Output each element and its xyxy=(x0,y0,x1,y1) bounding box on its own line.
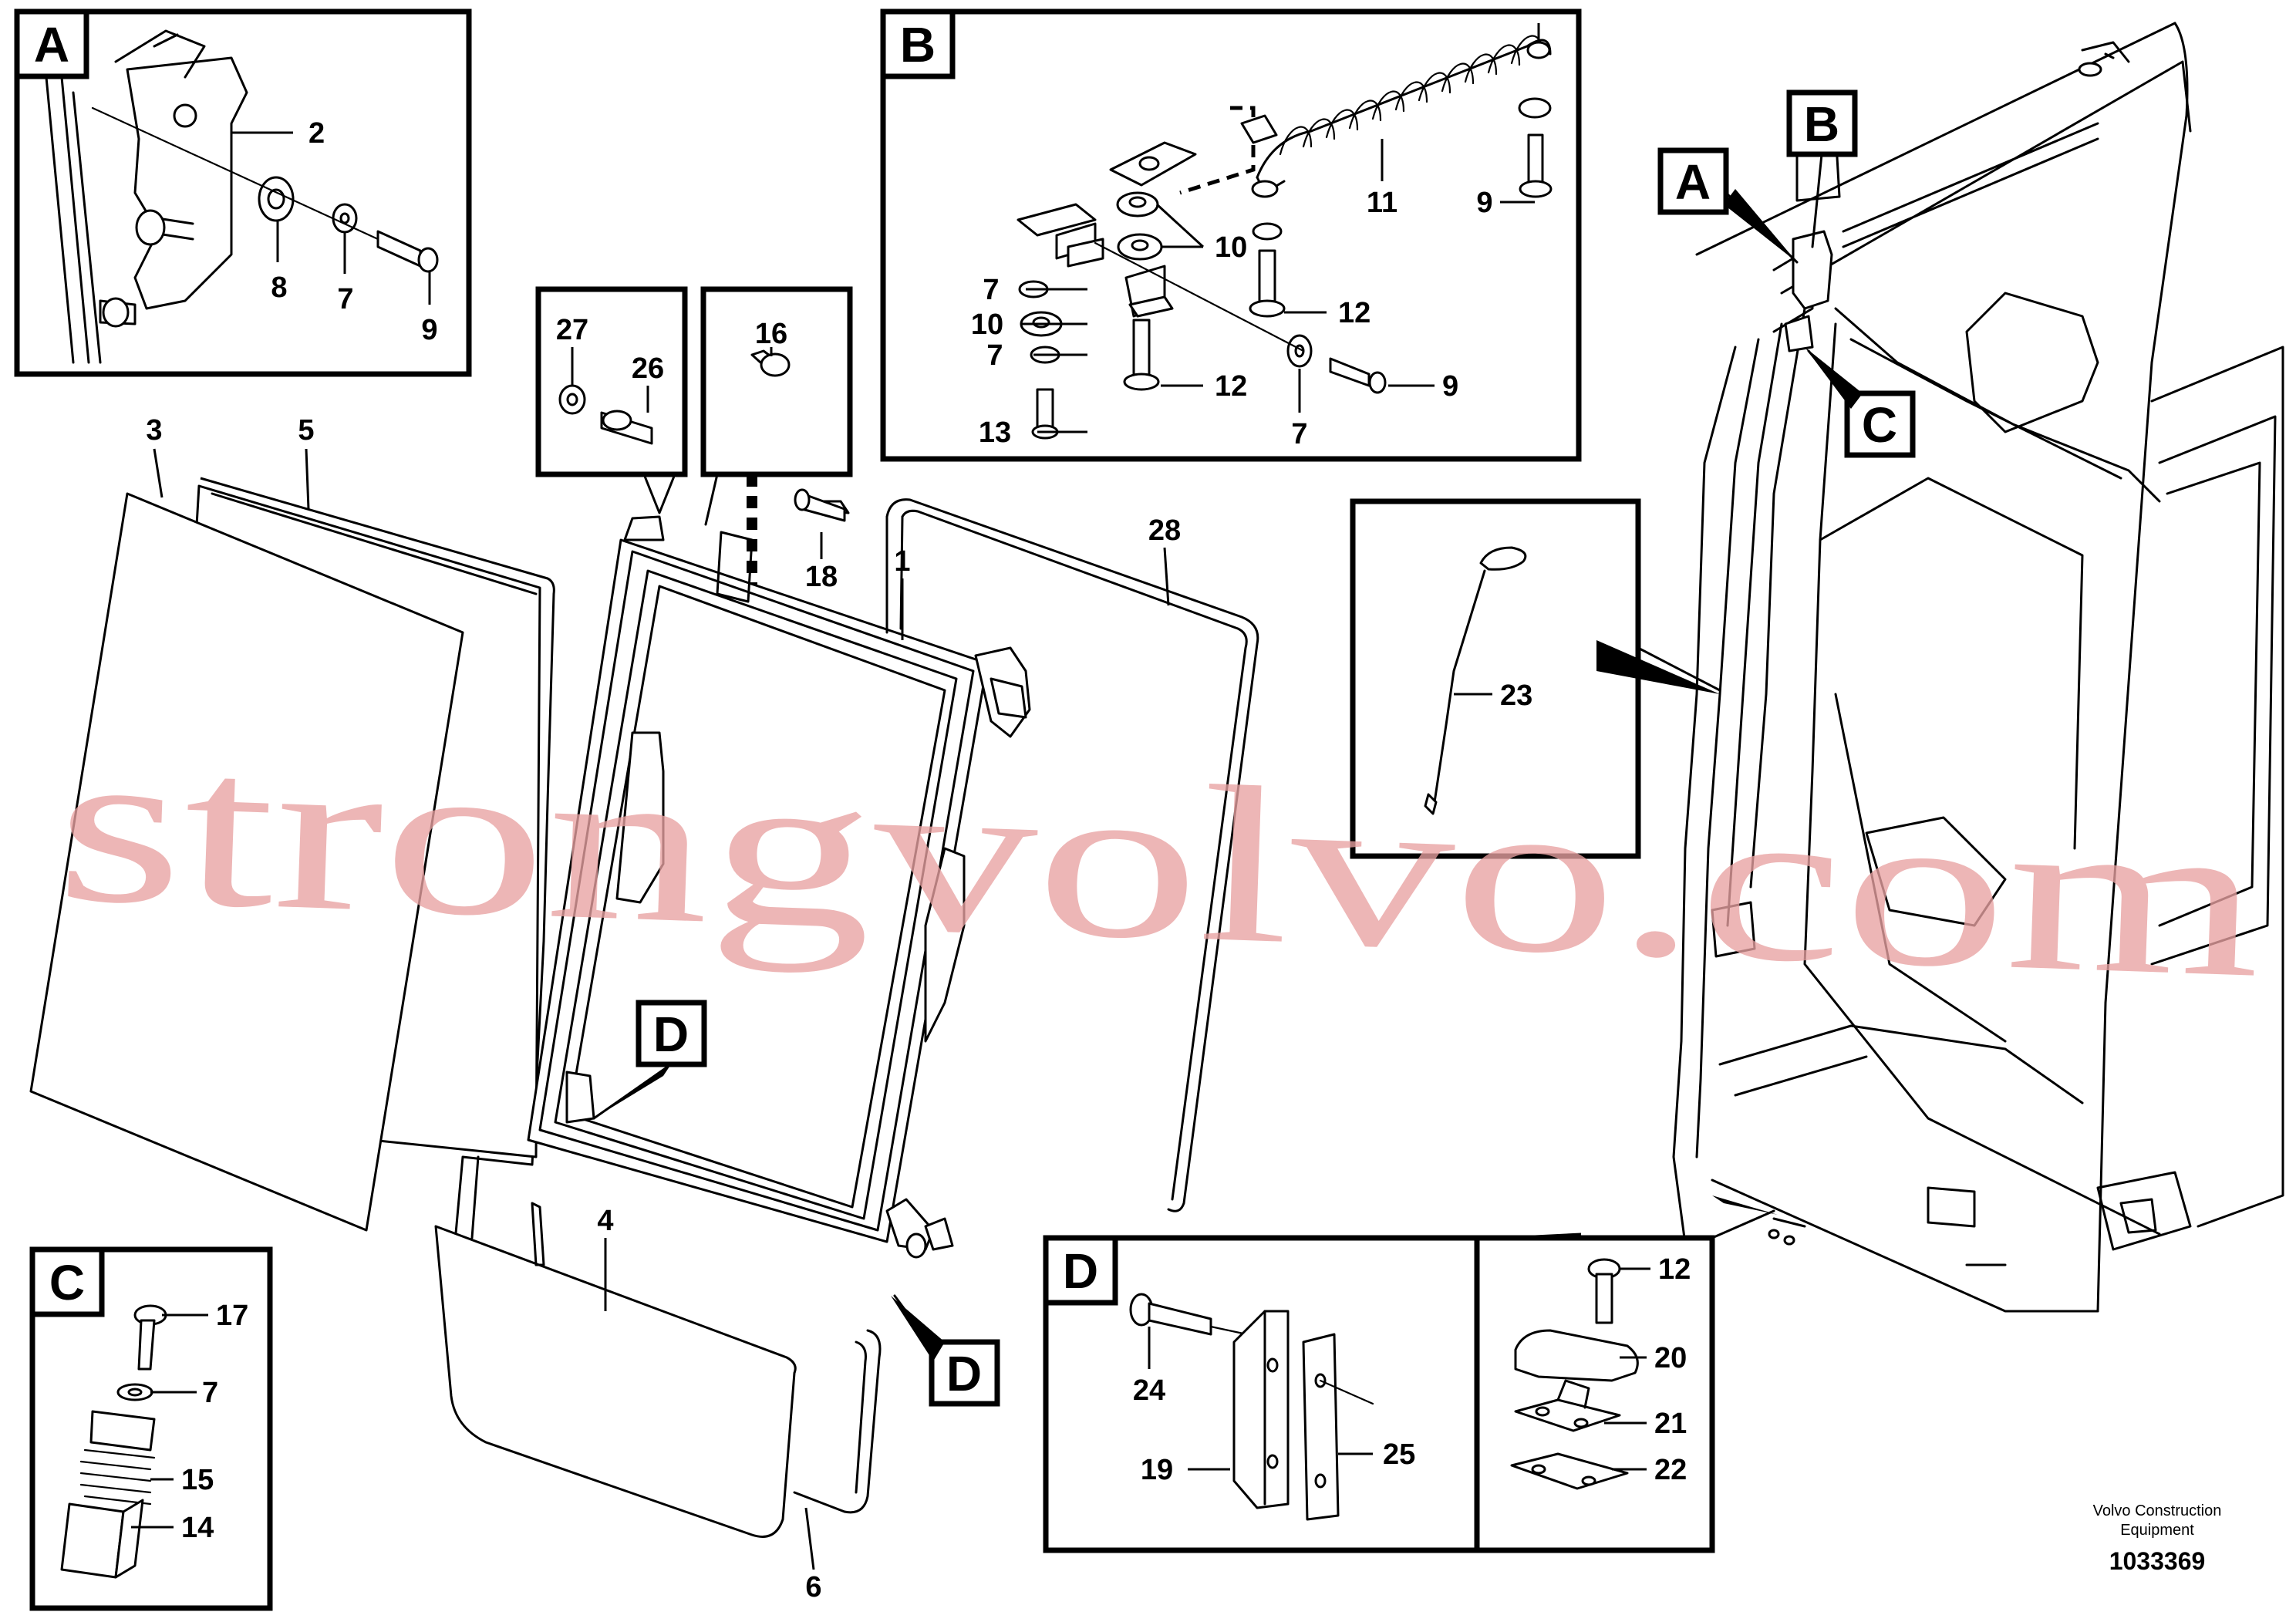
part-label-19: 19 xyxy=(1141,1454,1173,1486)
window-glass-3: 3 5 xyxy=(29,414,555,1232)
part-label-7: 7 xyxy=(337,283,353,315)
part-label-9-b1: 9 xyxy=(1442,370,1458,403)
callout-c-cab: C xyxy=(1805,347,1916,458)
callout-b-cab: B xyxy=(1786,89,1858,248)
part-label-12-d: 12 xyxy=(1658,1253,1691,1286)
part-label-6: 6 xyxy=(805,1571,821,1603)
detail-b-label: B xyxy=(900,17,936,73)
part-label-20: 20 xyxy=(1654,1342,1687,1374)
callout-d-lower: D xyxy=(891,1294,1000,1407)
part-label-23: 23 xyxy=(1500,679,1532,712)
document-number: 1033369 xyxy=(2109,1547,2206,1575)
part-label-5: 5 xyxy=(298,414,314,447)
svg-text:D: D xyxy=(946,1346,982,1401)
part-label-22: 22 xyxy=(1654,1454,1687,1486)
credit-line-1: Volvo Construction xyxy=(2093,1502,2222,1519)
spring-11 xyxy=(1256,23,1552,194)
callout-a-cab: A xyxy=(1657,147,1799,264)
pointer-16 xyxy=(704,473,719,526)
part-label-25: 25 xyxy=(1383,1438,1415,1471)
detail-c-label: C xyxy=(49,1255,85,1310)
pointer-27-26 xyxy=(642,473,676,514)
svg-text:C: C xyxy=(1862,397,1897,453)
detail-box-b: B xyxy=(880,8,1582,462)
part-label-7-b3: 7 xyxy=(1291,418,1307,450)
part-label-8: 8 xyxy=(271,271,287,304)
part-label-9: 9 xyxy=(421,314,437,346)
detail-d-label: D xyxy=(1063,1243,1098,1299)
footer-credit: Volvo Construction Equipment 1033369 xyxy=(2093,1502,2222,1575)
part-label-7-b2: 7 xyxy=(986,339,1003,372)
part-label-9-b2: 9 xyxy=(1476,187,1492,219)
part-label-13: 13 xyxy=(979,416,1011,449)
part-label-15: 15 xyxy=(181,1464,214,1496)
part-label-11: 11 xyxy=(1367,187,1397,219)
seal-28: 28 xyxy=(885,498,1259,1212)
part-label-14: 14 xyxy=(181,1512,214,1544)
part-label-10-b2: 10 xyxy=(1215,231,1247,264)
detail-box-d: D 24 19 25 xyxy=(1043,1235,1489,1553)
detail-box-bracket-20-22: 12 20 21 22 xyxy=(1474,1233,1715,1553)
part-label-12-b1: 12 xyxy=(1215,370,1247,403)
detail-a-label: A xyxy=(34,17,69,73)
svg-text:D: D xyxy=(653,1007,689,1062)
cab-overview xyxy=(1672,22,2284,1313)
part-label-28: 28 xyxy=(1148,514,1181,547)
svg-text:A: A xyxy=(1675,154,1711,210)
part-label-12-b2: 12 xyxy=(1338,297,1371,329)
credit-line-2: Equipment xyxy=(2120,1522,2194,1539)
detail-box-a: A 2 8 7 9 xyxy=(14,8,472,377)
svg-text:B: B xyxy=(1804,96,1839,152)
part-label-7-b1: 7 xyxy=(983,274,999,306)
part-label-10-b1: 10 xyxy=(971,309,1003,341)
part-label-4: 4 xyxy=(597,1205,613,1237)
part-label-17: 17 xyxy=(216,1300,248,1332)
part-label-2: 2 xyxy=(308,117,325,150)
lower-panel-4: 4 6 xyxy=(434,1202,882,1603)
part-label-21: 21 xyxy=(1654,1408,1687,1440)
detail-box-cable-23: 23 xyxy=(1350,498,1721,859)
callout-d-upper: D xyxy=(592,1000,707,1120)
part-label-26: 26 xyxy=(632,352,664,385)
detail-box-bolt-27-26: 27 26 xyxy=(535,286,688,477)
detail-box-screw-16: 16 xyxy=(700,286,853,477)
part-label-16: 16 xyxy=(755,318,787,350)
part-label-3: 3 xyxy=(146,414,162,447)
part-label-7-c: 7 xyxy=(202,1377,218,1409)
detail-box-c: C 17 7 15 14 xyxy=(29,1246,273,1611)
pointer-20-22 xyxy=(1712,1195,1778,1215)
part-label-18: 18 xyxy=(805,561,838,593)
seal-5-lower xyxy=(453,1155,480,1243)
part-label-24: 24 xyxy=(1133,1374,1165,1407)
part-label-27: 27 xyxy=(556,314,588,346)
